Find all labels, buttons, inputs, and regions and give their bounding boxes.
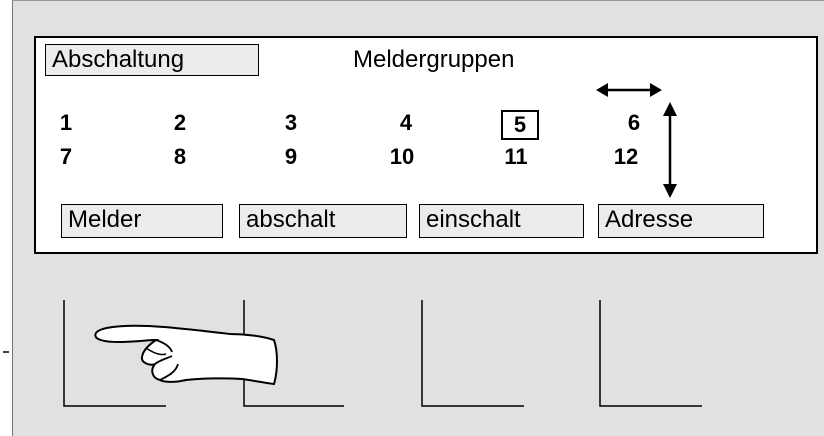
display-title: Meldergruppen — [353, 46, 515, 73]
group-11[interactable]: 11 — [504, 144, 528, 169]
group-12[interactable]: 12 — [613, 144, 639, 169]
abschalt-button[interactable]: abschalt — [239, 204, 407, 238]
group-2[interactable]: 2 — [173, 110, 187, 135]
melder-button[interactable]: Melder — [61, 204, 223, 238]
group-5-selected[interactable]: 5 — [501, 110, 539, 140]
group-8[interactable]: 8 — [173, 144, 187, 169]
lcd-display: Abschaltung Meldergruppen 1 2 3 4 5 6 7 … — [34, 36, 818, 254]
einschalt-button[interactable]: einschalt — [419, 204, 584, 238]
abschaltung-button[interactable]: Abschaltung — [45, 44, 259, 76]
group-1[interactable]: 1 — [59, 110, 73, 135]
group-6[interactable]: 6 — [627, 110, 641, 135]
group-3[interactable]: 3 — [284, 110, 298, 135]
vertical-double-arrow-icon — [663, 102, 677, 198]
adresse-button[interactable]: Adresse — [598, 204, 764, 238]
horizontal-double-arrow-icon — [596, 83, 662, 97]
group-4[interactable]: 4 — [399, 110, 413, 135]
group-9[interactable]: 9 — [284, 144, 298, 169]
group-10[interactable]: 10 — [389, 144, 415, 169]
group-7[interactable]: 7 — [59, 144, 73, 169]
